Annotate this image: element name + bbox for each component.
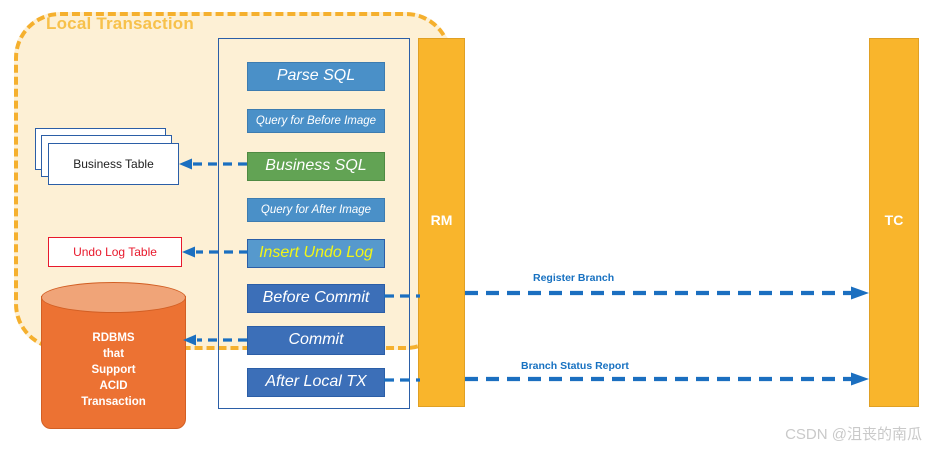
rm-step-container (218, 38, 410, 409)
rdbms-label: RDBMS that Support ACID Transaction (41, 330, 186, 410)
step-before-commit[interactable]: Before Commit (247, 284, 385, 313)
arrow-business-sql-to-business-table (179, 158, 249, 170)
business-table[interactable]: Business Table (48, 143, 179, 185)
local-transaction-title: Local Transaction (46, 14, 194, 33)
rdbms-cylinder[interactable]: RDBMS that Support ACID Transaction (41, 282, 186, 435)
step-commit[interactable]: Commit (247, 326, 385, 355)
watermark: CSDN @沮丧的南瓜 (785, 426, 922, 443)
rm-bar[interactable] (418, 38, 465, 407)
step-parse-sql[interactable]: Parse SQL (247, 62, 385, 91)
tc-bar[interactable] (869, 38, 919, 407)
arrow-before-commit-to-rm (384, 292, 420, 300)
arrow-commit-to-database (183, 334, 249, 346)
rdbms-line-4: ACID (99, 380, 128, 392)
arrow-branch-status-report (465, 372, 871, 386)
step-business-sql[interactable]: Business SQL (247, 152, 385, 181)
step-after-local-tx[interactable]: After Local TX (247, 368, 385, 397)
cylinder-body (41, 296, 186, 429)
rdbms-line-5: Transaction (81, 396, 146, 408)
step-insert-undo-log[interactable]: Insert Undo Log (247, 239, 385, 268)
tc-label: TC (884, 212, 904, 228)
rdbms-line-2: that (102, 348, 125, 360)
rdbms-line-3: Support (91, 364, 136, 376)
arrow-insert-undo-log-to-undo-log-table (182, 246, 250, 258)
rdbms-line-1: RDBMS (92, 332, 135, 344)
flow-label-register-branch: Register Branch (533, 272, 615, 284)
arrow-register-branch (465, 286, 871, 300)
undo-log-table[interactable]: Undo Log Table (48, 237, 182, 267)
cylinder-top-ellipse (41, 282, 186, 313)
arrow-after-local-tx-to-rm (384, 376, 420, 384)
step-query-before-image[interactable]: Query for Before Image (247, 109, 385, 133)
flow-label-branch-status-report: Branch Status Report (521, 360, 629, 372)
step-query-after-image[interactable]: Query for After Image (247, 198, 385, 222)
rm-label: RM (430, 212, 453, 228)
